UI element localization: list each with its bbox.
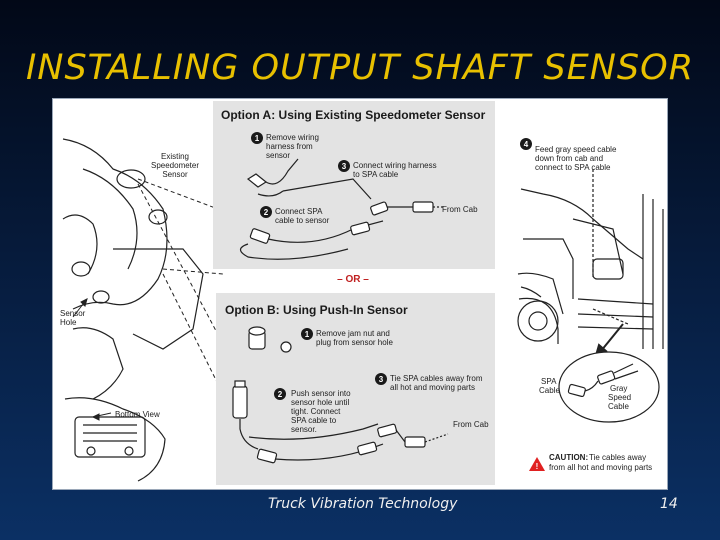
detail-inset [558, 351, 660, 423]
warning-icon [529, 457, 545, 471]
svg-text:sensor hole until: sensor hole until [291, 398, 349, 407]
option-a-heading: Option A: Using Existing Speedometer Sen… [221, 108, 486, 122]
option-b-from-cab: From Cab [453, 420, 489, 429]
option-b-step3: 3 Tie SPA cables away from all hot and m… [375, 373, 483, 392]
option-b-step1: 1 Remove jam nut and plug from sensor ho… [301, 328, 393, 347]
svg-text:Speed: Speed [608, 393, 631, 402]
svg-text:2: 2 [278, 390, 283, 399]
truck-cab-drawing [517, 169, 664, 349]
svg-text:1: 1 [305, 330, 310, 339]
svg-text:SPA: SPA [541, 377, 557, 386]
option-a-cable-drawing [239, 158, 445, 260]
svg-text:Connect SPA: Connect SPA [275, 207, 323, 216]
svg-text:Sensor: Sensor [162, 170, 188, 179]
spa-cable-label: SPA Cable [539, 377, 560, 395]
svg-text:cable to sensor: cable to sensor [275, 216, 330, 225]
svg-text:2: 2 [264, 208, 269, 217]
svg-text:harness from: harness from [266, 142, 313, 151]
option-b-heading: Option B: Using Push-In Sensor [225, 303, 408, 317]
svg-text:Remove wiring: Remove wiring [266, 133, 319, 142]
svg-text:Push sensor into: Push sensor into [291, 389, 351, 398]
option-a-step1: 1 Remove wiring harness from sensor [251, 132, 319, 160]
svg-text:Sensor: Sensor [60, 309, 86, 318]
svg-text:plug from sensor hole: plug from sensor hole [316, 338, 393, 347]
caution-note: ! CAUTION: Tie cables away from all hot … [529, 453, 652, 472]
svg-text:!: ! [536, 462, 539, 471]
svg-text:sensor: sensor [266, 151, 290, 160]
svg-text:sensor.: sensor. [291, 425, 317, 434]
sensor-hole-label: Sensor Hole [60, 309, 86, 327]
step4-callout: 4 Feed gray speed cable down from cab an… [520, 138, 617, 172]
svg-text:Existing: Existing [161, 152, 189, 161]
svg-text:3: 3 [379, 375, 384, 384]
svg-text:SPA cable to: SPA cable to [291, 416, 337, 425]
bottom-view-label: Bottom View [115, 410, 160, 419]
or-separator: – OR – [337, 274, 369, 285]
option-b-sensor-drawing [232, 326, 449, 464]
svg-text:4: 4 [524, 140, 529, 149]
svg-text:down from cab and: down from cab and [535, 154, 603, 163]
svg-text:Hole: Hole [60, 318, 77, 327]
option-a-step3: 3 Connect wiring harness to SPA cable [338, 160, 437, 179]
sensor-leader-lines [137, 178, 224, 395]
left-arrows [72, 298, 112, 421]
installation-diagram: Existing Speedometer Sensor Sensor Hole … [60, 101, 664, 485]
svg-text:Speedometer: Speedometer [151, 161, 199, 170]
svg-text:from all hot and moving parts: from all hot and moving parts [549, 463, 652, 472]
svg-text:to SPA cable: to SPA cable [353, 170, 399, 179]
option-a-from-cab: From Cab [442, 205, 478, 214]
svg-text:Connect wiring harness: Connect wiring harness [353, 161, 437, 170]
slide-title: INSTALLING OUTPUT SHAFT SENSOR [25, 48, 695, 88]
existing-sensor-label: Existing Speedometer Sensor [151, 152, 199, 179]
option-b-step2: 2 Push sensor into sensor hole until tig… [274, 388, 351, 434]
svg-text:Feed gray speed cable: Feed gray speed cable [535, 145, 617, 154]
svg-text:Gray: Gray [610, 384, 627, 393]
footer-title: Truck Vibration Technology [268, 496, 458, 512]
diagram-panel: Existing Speedometer Sensor Sensor Hole … [52, 98, 668, 490]
svg-text:3: 3 [342, 162, 347, 171]
svg-text:Remove jam nut and: Remove jam nut and [316, 329, 390, 338]
gray-speed-cable-label: Gray Speed Cable [608, 384, 631, 411]
transmission-housing-drawing [62, 138, 204, 482]
svg-text:connect to SPA cable: connect to SPA cable [535, 163, 611, 172]
option-a-step2: 2 Connect SPA cable to sensor [260, 206, 330, 225]
detail-connector-drawing [567, 363, 639, 398]
svg-text:Tie cables away: Tie cables away [589, 453, 646, 462]
svg-text:Tie SPA cables away from: Tie SPA cables away from [390, 374, 483, 383]
svg-text:CAUTION:: CAUTION: [549, 453, 588, 462]
svg-text:tight. Connect: tight. Connect [291, 407, 341, 416]
svg-text:1: 1 [255, 134, 260, 143]
svg-text:Cable: Cable [539, 386, 560, 395]
page-number: 14 [660, 496, 678, 512]
svg-text:all hot and moving parts: all hot and moving parts [390, 383, 475, 392]
svg-text:Cable: Cable [608, 402, 629, 411]
